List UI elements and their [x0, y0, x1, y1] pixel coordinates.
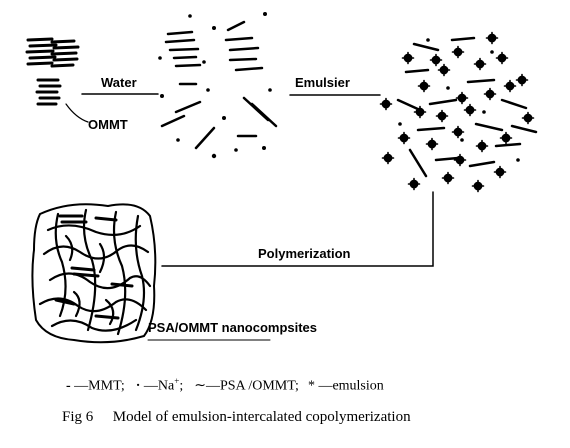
- legend-mmt-symbol: -: [66, 378, 71, 394]
- figure-caption: Fig 6 Model of emulsion-intercalated cop…: [62, 409, 411, 426]
- emulsion-droplet: [493, 165, 507, 179]
- emulsion-dots: [398, 38, 520, 162]
- emulsion-droplet: [521, 111, 535, 125]
- emulsion-droplet: [451, 125, 465, 139]
- emulsion-droplet: [435, 109, 449, 123]
- emulsion-droplet: [401, 51, 415, 65]
- emulsion-droplet: [417, 79, 431, 93]
- legend-emulsion-symbol: *: [307, 378, 315, 394]
- product-label: PSA/OMMT nanocompsites: [148, 320, 318, 335]
- emulsion-droplet: [455, 91, 469, 105]
- emulsion-droplet: [483, 87, 497, 101]
- emulsion-droplet: [407, 177, 421, 191]
- emulsion-droplets: [379, 31, 535, 193]
- emulsion-droplet: [463, 103, 477, 117]
- ommt-label: OMMT: [88, 117, 128, 132]
- water-label: Water: [101, 75, 137, 90]
- emulsion-droplet: [413, 105, 427, 119]
- emulsion-droplet: [441, 171, 455, 185]
- nanocomposite-platelets: [54, 214, 134, 320]
- emulsion-droplet: [397, 131, 411, 145]
- nanocomposite-block: [31, 203, 157, 344]
- legend-emulsion-text: —emulsion: [318, 378, 384, 394]
- emulsion-droplet: [495, 51, 509, 65]
- emulsion-platelets: [396, 36, 538, 178]
- caption-number: Fig 6: [62, 409, 94, 425]
- legend-mmt-text: —MMT;: [74, 378, 125, 394]
- legend-na-end: ;: [179, 378, 184, 394]
- emulsion-droplet: [381, 151, 395, 165]
- emulsion-droplet: [503, 79, 517, 93]
- legend-na-superscript: +: [174, 376, 180, 386]
- emulsion-droplet: [379, 97, 393, 111]
- emulsion-droplet: [499, 131, 513, 145]
- polymerization-label: Polymerization: [258, 246, 351, 261]
- emulsion-droplet: [515, 73, 529, 87]
- legend: - —MMT; · —Na+; ∼—PSA /OMMT; * —emulsion: [66, 376, 384, 395]
- na-ion-dots: [158, 12, 272, 159]
- emulsion-droplet: [475, 139, 489, 153]
- legend-na-text: —Na: [143, 378, 175, 394]
- emulsion-droplet: [437, 63, 451, 77]
- emulsion-droplet: [429, 53, 443, 67]
- legend-na-symbol: ·: [135, 378, 141, 394]
- ommt-pointer-line: [65, 103, 89, 123]
- ommt-stack-top: [25, 37, 80, 68]
- ommt-stack-bottom: [35, 78, 62, 106]
- legend-psa-text: —PSA /OMMT;: [205, 378, 299, 394]
- emulsion-droplet: [471, 179, 485, 193]
- dispersed-mmt-cluster: [160, 20, 278, 150]
- emulsion-droplet: [451, 45, 465, 59]
- emulsion-droplet: [425, 137, 439, 151]
- emulsion-droplet: [485, 31, 499, 45]
- emulsion-droplet: [473, 57, 487, 71]
- emulsier-label: Emulsier: [295, 75, 350, 90]
- caption-text: Model of emulsion-intercalated copolymer…: [112, 409, 411, 425]
- connector-polymerization: [161, 191, 434, 267]
- legend-psa-symbol: ∼: [194, 378, 206, 394]
- emulsion-droplet: [453, 153, 467, 167]
